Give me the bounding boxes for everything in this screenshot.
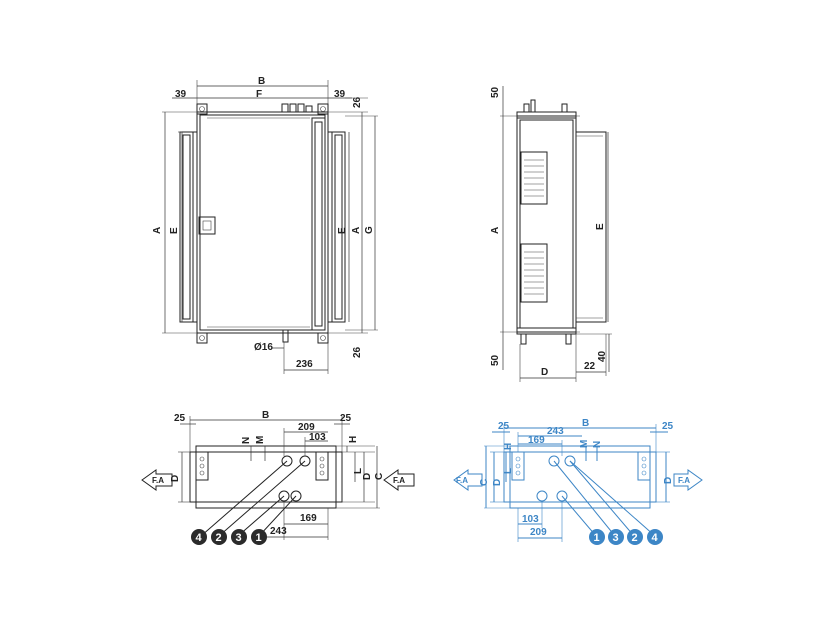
planL-circle-3: 3	[231, 529, 247, 545]
front-dim-39-left: 39	[175, 89, 187, 100]
planR-dim-d-left: D	[492, 479, 503, 486]
side-dim-50-top: 50	[490, 86, 501, 98]
front-dim-a-right: A	[351, 227, 362, 234]
planR-circle-3: 3	[608, 529, 624, 545]
planR-fa-right: F.A	[678, 476, 690, 485]
planR-fa-left: F.A	[456, 476, 468, 485]
front-dim-a: A	[152, 227, 163, 234]
planL-dim-209: 209	[298, 422, 315, 433]
front-dim-26-bottom: 26	[352, 346, 363, 358]
planL-dim-n: N	[241, 437, 252, 444]
planL-dim-d-left: D	[170, 475, 181, 482]
planR-dim-l: L	[503, 468, 514, 474]
planR-dim-25-left: 25	[498, 421, 510, 432]
planL-fa-left: F.A	[152, 476, 164, 485]
side-view: 50 A 50	[490, 86, 612, 382]
side-dim-22: 22	[584, 361, 596, 372]
side-dim-50-bottom: 50	[490, 354, 501, 366]
planL-dim-m: M	[255, 436, 266, 444]
planL-dim-d-right: D	[362, 473, 373, 480]
front-dim-e-left: E	[169, 227, 180, 234]
side-dim-40: 40	[597, 350, 608, 362]
planL-circle-2: 2	[211, 529, 227, 545]
planL-dim-25-left: 25	[174, 413, 186, 424]
planR-circle-2: 2	[627, 529, 643, 545]
svg-text:3: 3	[236, 532, 242, 544]
svg-text:4: 4	[652, 532, 659, 544]
svg-text:1: 1	[594, 532, 600, 544]
front-dim-e-right: E	[337, 227, 348, 234]
fa-arrow-right-blue-icon	[673, 469, 703, 491]
planR-dim-169: 169	[528, 435, 545, 446]
planR-dim-243: 243	[547, 426, 564, 437]
planR-circle-1: 1	[589, 529, 605, 545]
svg-text:4: 4	[196, 532, 203, 544]
planR-dim-103: 103	[522, 514, 539, 525]
planL-circle-1: 1	[251, 529, 267, 545]
planL-dim-103: 103	[309, 432, 326, 443]
front-dim-pipe: Ø16	[254, 342, 273, 353]
planR-dim-d-right: D	[663, 477, 674, 484]
planR-circle-4: 4	[647, 529, 663, 545]
planL-dim-243: 243	[270, 526, 287, 537]
front-dim-39-right: 39	[334, 89, 346, 100]
side-dim-e: E	[595, 223, 606, 230]
planL-dim-c: C	[374, 473, 385, 480]
front-dim-g: G	[364, 226, 375, 234]
planL-fa-right: F.A	[393, 476, 405, 485]
front-dim-b: B	[258, 76, 265, 87]
planR-dim-h: H	[503, 443, 514, 450]
side-dim-d: D	[541, 367, 548, 378]
planR-dim-25-right: 25	[662, 421, 674, 432]
side-dim-a: A	[490, 227, 501, 234]
fa-arrow-left-icon	[141, 469, 173, 491]
svg-text:2: 2	[632, 532, 638, 544]
planL-circle-4: 4	[191, 529, 207, 545]
plan-view-left: B 25 25 209 103 N M	[141, 410, 415, 545]
planR-dim-m: M	[579, 440, 590, 448]
svg-text:2: 2	[216, 532, 222, 544]
svg-text:1: 1	[256, 532, 262, 544]
plan-view-right: B 25 25 243 169 H M N	[453, 418, 703, 545]
planL-dim-169: 169	[300, 513, 317, 524]
front-view: B F 39 39 26	[152, 76, 378, 374]
fa-arrow-right-icon	[383, 469, 415, 491]
planR-dim-c: C	[479, 479, 490, 486]
front-dim-236: 236	[296, 359, 313, 370]
planR-dim-n: N	[592, 441, 603, 448]
planL-dim-b: B	[262, 410, 269, 421]
fa-arrow-left-blue-icon	[453, 469, 483, 491]
svg-text:3: 3	[613, 532, 619, 544]
front-dim-f: F	[256, 89, 262, 100]
planR-dim-b: B	[582, 418, 589, 429]
planL-dim-l: L	[353, 468, 364, 474]
planR-dim-209: 209	[530, 527, 547, 538]
planL-dim-h: H	[348, 436, 359, 443]
planL-dim-25-right: 25	[340, 413, 352, 424]
front-dim-26-top: 26	[352, 96, 363, 108]
